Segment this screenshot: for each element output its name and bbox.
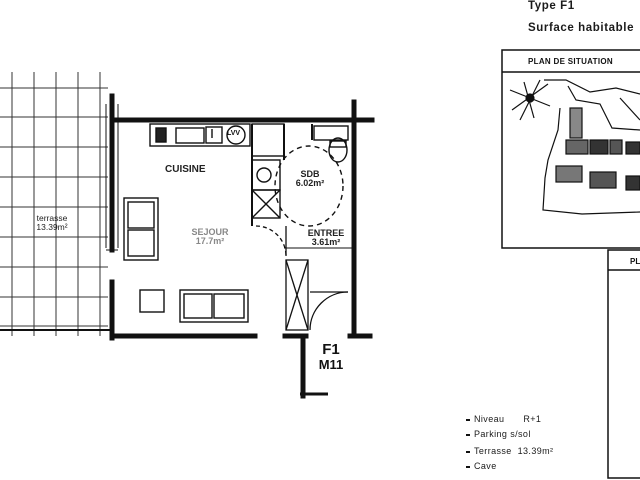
detail-niveau: Niveau R+1	[474, 414, 541, 424]
outer-walls	[109, 93, 375, 399]
terrace-grid	[0, 72, 108, 336]
unit-label: F1 M11	[314, 342, 348, 371]
detail-parking-label: Parking s/sol	[474, 429, 531, 439]
detail-bullets	[466, 419, 470, 468]
windows	[105, 104, 119, 251]
living-furniture	[123, 197, 249, 337]
room-entree-area: 3.61m²	[311, 237, 341, 248]
room-entree: ENTREE 3.61m²	[296, 228, 356, 248]
detail-niveau-label: Niveau	[474, 414, 505, 424]
bathroom-fixtures	[274, 125, 349, 227]
site-plan-frames	[501, 49, 640, 479]
detail-cave: Cave	[474, 461, 497, 471]
site-plan-map	[509, 79, 640, 215]
room-terrasse-area: 13.39m²	[36, 221, 68, 232]
detail-niveau-value: R+1	[523, 414, 542, 424]
kitchen-counter	[149, 123, 251, 147]
room-cuisine-name: CUISINE	[165, 164, 206, 175]
room-entree-name: ENTREE	[307, 228, 345, 238]
surface-label: Surface habitable	[528, 22, 635, 34]
detail-terrasse-value: 13.39m²	[517, 446, 554, 456]
detail-terrasse-label: Terrasse	[474, 446, 512, 456]
room-sejour: SEJOUR 17.7m²	[180, 227, 240, 247]
unit-code: M11	[318, 356, 344, 372]
room-sejour-area: 17.7m²	[195, 236, 225, 247]
room-terrasse: terrasse 13.39m²	[22, 214, 82, 232]
detail-cave-label: Cave	[474, 461, 497, 471]
second-panel-title: PL	[630, 257, 640, 266]
unit-type: F1	[322, 341, 340, 358]
dishwasher-label: LVV	[227, 130, 241, 137]
detail-terrasse: Terrasse 13.39m²	[474, 446, 553, 456]
type-label: Type F1	[528, 0, 575, 12]
kitchen-column	[251, 123, 285, 219]
room-terrasse-name: terrasse	[36, 213, 68, 223]
detail-parking: Parking s/sol	[474, 429, 531, 439]
room-sdb: SDB 6.02m²	[290, 169, 330, 189]
room-sdb-area: 6.02m²	[295, 178, 325, 189]
room-sejour-name: SEJOUR	[191, 227, 229, 237]
room-sdb-name: SDB	[300, 169, 320, 179]
site-plan-title: PLAN DE SITUATION	[528, 57, 613, 66]
doors	[255, 225, 352, 331]
